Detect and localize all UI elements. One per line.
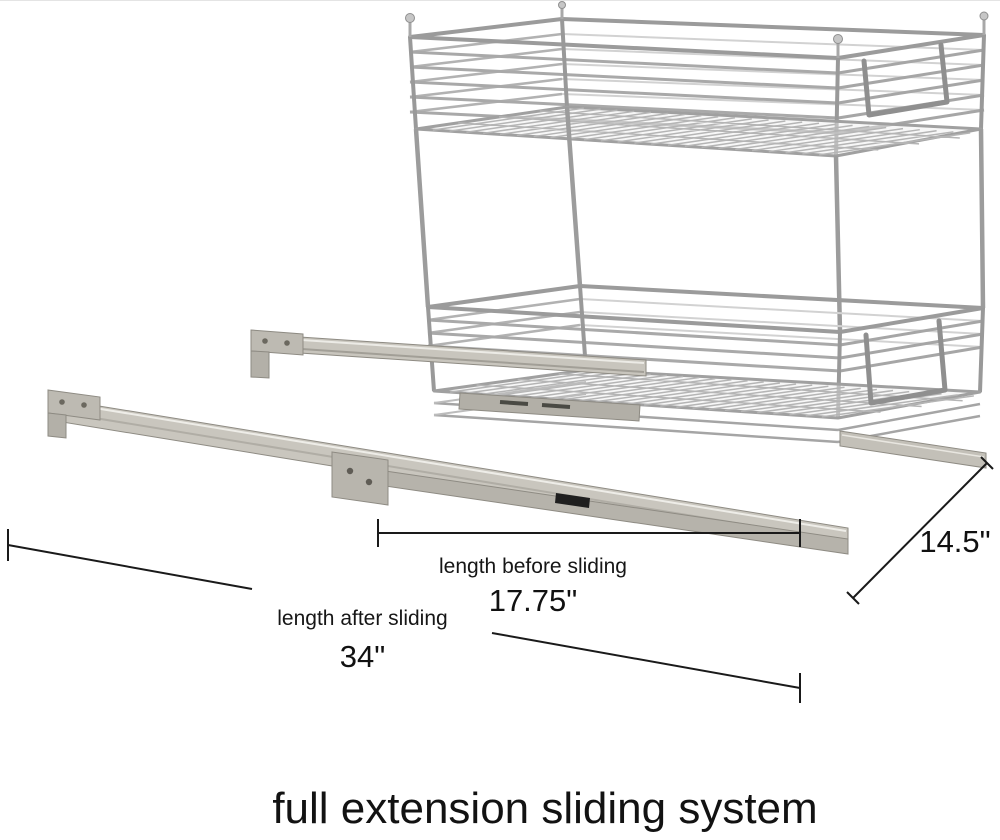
tier-posts: [413, 106, 986, 333]
bottom-basket-mesh: [434, 370, 990, 418]
dim-after-line-right: [491, 632, 801, 689]
front-rail-left-bracket: [47, 389, 101, 421]
bottom-basket-handle: [863, 318, 948, 406]
dim-before-sliding-value: 17.75": [488, 583, 578, 618]
dim-depth-value: 14.5": [919, 524, 991, 559]
top-basket: [406, 1, 989, 157]
top-basket-mesh: [416, 107, 987, 156]
front-rail-mid-bracket: [331, 451, 389, 506]
under-basket-hardware: [458, 392, 641, 422]
upper-slide-rail: [250, 329, 647, 379]
right-slide-rail: [839, 430, 987, 469]
dim-after-sliding-value: 34": [339, 639, 386, 674]
dim-depth-lower-tick: [846, 591, 860, 605]
top-basket-handle: [861, 42, 950, 118]
dim-after-sliding-label: length after sliding: [277, 607, 448, 630]
rail-release-latch: [555, 493, 590, 508]
dim-depth-line: [852, 462, 988, 599]
telescoping-rail-member: [371, 468, 849, 555]
caption: full extension sliding system: [272, 784, 818, 833]
upper-rail-bracket: [250, 329, 304, 356]
dim-before-sliding-label: length before sliding: [439, 555, 627, 578]
front-slide-rail: [47, 389, 849, 555]
dim-depth-upper-tick: [980, 456, 994, 470]
dim-after-line-left: [7, 544, 253, 590]
dimension-lines: [7, 456, 994, 703]
